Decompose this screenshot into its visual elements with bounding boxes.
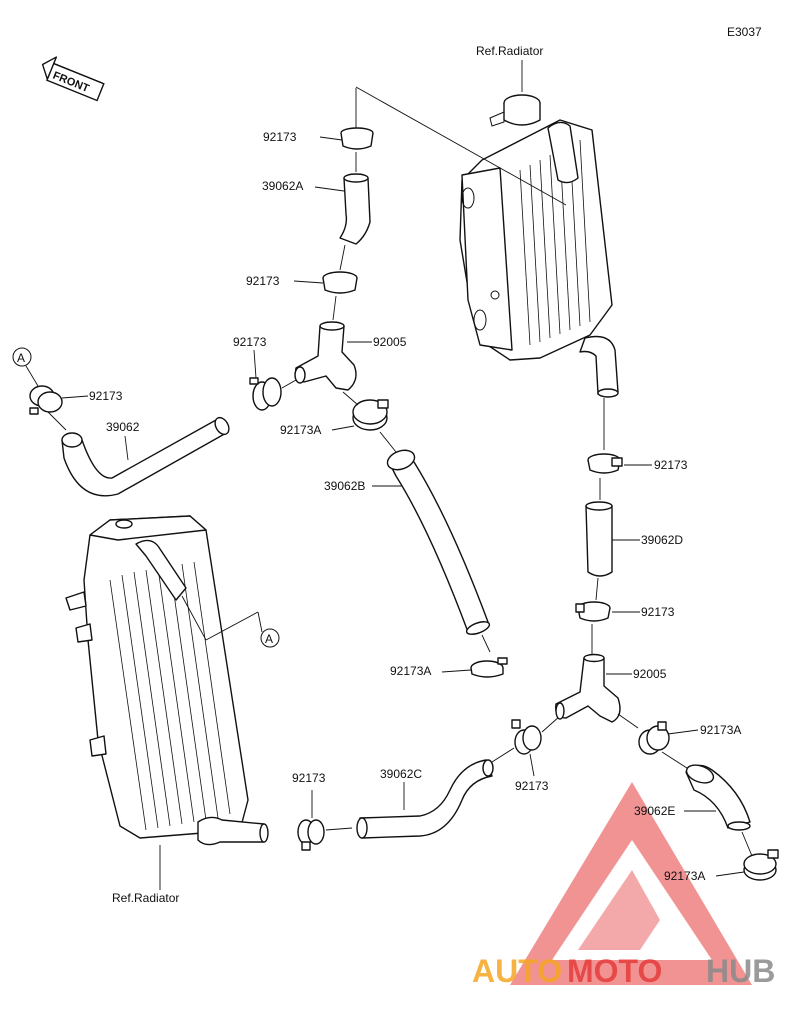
hose-39062D — [585, 501, 613, 577]
clamp-92173A-lower — [470, 657, 508, 678]
label-92173-bottom-left: 92173 — [292, 771, 326, 785]
svg-text:MOTO: MOTO — [567, 953, 662, 989]
clamp-92173A-upper — [352, 399, 389, 431]
diagram-code: E3037 — [727, 25, 762, 39]
clamp-92173-left — [29, 385, 63, 415]
svg-text:AUTO: AUTO — [472, 953, 562, 989]
front-arrow-icon: FRONT — [41, 56, 105, 102]
label-92173-right-2: 92173 — [641, 605, 675, 619]
clamp-92173A-bottom-right — [743, 849, 779, 881]
callout-a-top: A — [17, 351, 25, 365]
hose-39062E — [685, 764, 751, 831]
joint-92005-bottom — [555, 653, 621, 723]
label-39062D: 39062D — [641, 533, 683, 547]
label-92173A-3: 92173A — [700, 723, 741, 737]
label-39062: 39062 — [106, 420, 140, 434]
ref-radiator-bottom: Ref.Radiator — [112, 891, 179, 905]
callout-a-bottom: A — [265, 632, 273, 646]
watermark-logo — [510, 782, 752, 985]
label-92173-3: 92173 — [233, 335, 267, 349]
label-92173-1: 92173 — [263, 130, 297, 144]
clamp-92173-right-1 — [587, 453, 623, 474]
label-92173A-2: 92173A — [390, 664, 431, 678]
watermark-text: AUTO MOTO HUB — [472, 953, 775, 989]
radiator-right — [459, 94, 619, 398]
label-39062B: 39062B — [324, 479, 365, 493]
clamp-92173-right-2 — [575, 601, 611, 622]
hose-39062 — [61, 416, 230, 497]
clamp-92173-second — [322, 271, 358, 294]
hose-39062A — [339, 173, 371, 245]
label-92173A-1: 92173A — [280, 423, 321, 437]
clamp-92173-bottom-left — [297, 819, 325, 851]
svg-text:HUB: HUB — [706, 953, 775, 989]
label-92005-1: 92005 — [373, 335, 407, 349]
label-92173A-4: 92173A — [664, 869, 705, 883]
label-39062E: 39062E — [634, 804, 675, 818]
label-39062A: 39062A — [262, 179, 303, 193]
hose-39062B — [386, 449, 491, 635]
clamp-92173-top — [340, 127, 374, 150]
joint-92005-top — [294, 321, 357, 391]
label-92173-bottom-mid: 92173 — [515, 779, 549, 793]
label-92173-right-1: 92173 — [654, 458, 688, 472]
clamp-92173-bottom-mid — [511, 719, 542, 755]
label-39062C: 39062C — [380, 767, 422, 781]
label-92005-2: 92005 — [633, 667, 667, 681]
ref-radiator-top: Ref.Radiator — [476, 44, 543, 58]
hose-39062C — [356, 759, 494, 839]
clamp-92173-joint-left — [249, 377, 282, 411]
clamp-92173A-right — [638, 721, 670, 755]
label-92173-2: 92173 — [246, 274, 280, 288]
radiator-left — [65, 515, 269, 846]
label-92173-left: 92173 — [89, 389, 123, 403]
